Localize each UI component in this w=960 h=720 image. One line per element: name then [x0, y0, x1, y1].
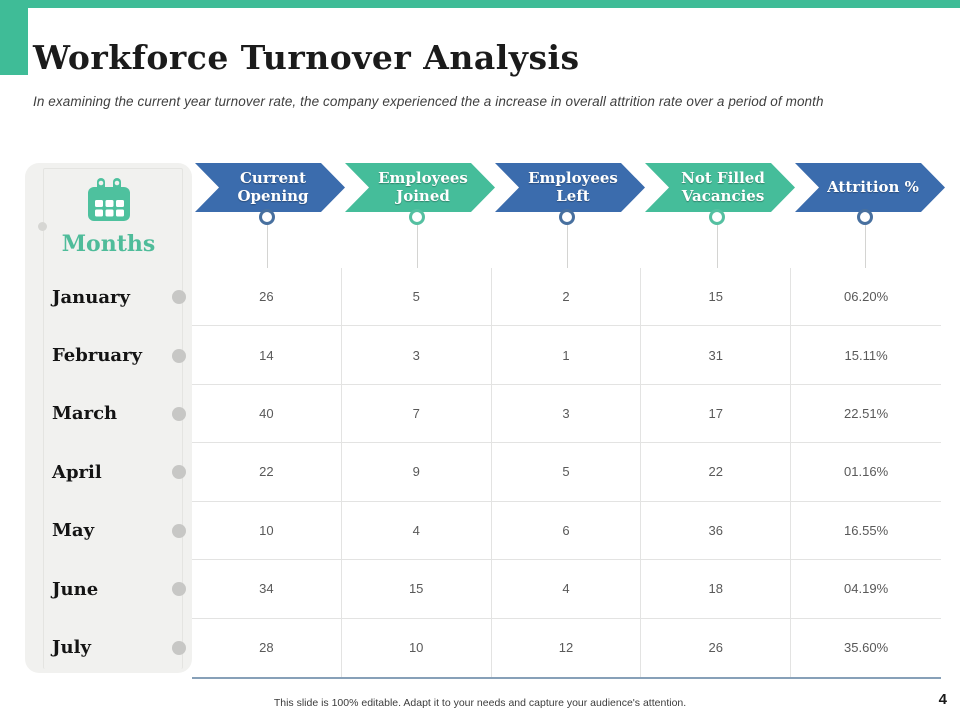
connector-line [417, 225, 418, 268]
month-row: May [25, 502, 192, 560]
connector-circle [857, 209, 873, 225]
table-cell: 15 [341, 560, 492, 619]
months-label: Months [61, 231, 156, 257]
column-header-label: Not Filled Vacancies [681, 169, 765, 205]
table-cell: 18 [641, 560, 792, 619]
table-cell: 15.11% [791, 326, 941, 385]
table-cell: 10 [342, 618, 492, 677]
column-header-label: Employees Joined [378, 169, 468, 205]
month-row: January [25, 268, 192, 326]
page-number: 4 [938, 691, 947, 708]
connector-circle [709, 209, 725, 225]
connector-line [717, 225, 718, 268]
month-name: May [52, 520, 95, 542]
month-dot [172, 523, 186, 538]
table-cell: 14 [192, 326, 342, 385]
month-row: April [25, 443, 192, 501]
table-cell: 36 [641, 501, 792, 561]
column-header-arrow: Attrition % [795, 163, 945, 212]
table-cell: 15 [641, 268, 792, 327]
table-cell: 7 [341, 384, 492, 444]
table-cell: 1 [491, 326, 642, 385]
month-name: June [52, 578, 99, 600]
table-cell: 5 [341, 268, 492, 327]
column-header-label: Attrition % [827, 177, 919, 196]
month-dot [172, 582, 186, 597]
month-dot [172, 406, 186, 421]
table-cell: 2 [491, 268, 642, 327]
month-dot [172, 640, 186, 655]
table-cell: 26 [192, 268, 342, 327]
page-title: Workforce Turnover Analysis [33, 38, 580, 77]
month-list: January February March April May June [25, 268, 192, 673]
month-row: June [25, 560, 192, 618]
table-cell: 16.55% [791, 502, 941, 561]
title-accent-block [0, 0, 28, 75]
month-dot [172, 290, 186, 305]
subtitle: In examining the current year turnover r… [33, 94, 824, 109]
month-row: March [25, 385, 192, 443]
table-cell: 22.51% [791, 385, 941, 444]
months-sidebar: Months January February March April May [25, 163, 192, 673]
table-cell: 01.16% [791, 443, 941, 502]
month-name: January [52, 286, 130, 308]
selection-handle [38, 222, 47, 231]
table-cell: 4 [341, 501, 492, 561]
table-cell: 26 [641, 618, 792, 677]
table-cell: 28 [192, 618, 342, 677]
month-name: April [52, 461, 102, 483]
column-header-label: Current Opening [237, 169, 309, 205]
table-cell: 04.19% [791, 560, 941, 619]
table-cell: 3 [491, 384, 642, 444]
month-name: February [52, 345, 143, 367]
month-dot [172, 348, 186, 363]
table-cell: 4 [491, 560, 642, 619]
turnover-table: 26 5 2 15 06.20% 14 3 1 31 15.11% 40 7 3… [192, 268, 941, 679]
calendar-icon [25, 177, 192, 230]
table-cell: 12 [492, 618, 642, 677]
table-cell: 40 [192, 384, 342, 444]
connector-line [267, 225, 268, 268]
month-name: July [52, 637, 91, 659]
month-row: July [25, 618, 192, 673]
connector-circle [259, 209, 275, 225]
table-cell: 9 [341, 443, 492, 502]
table-cell: 06.20% [791, 268, 941, 327]
table-cell: 10 [192, 501, 342, 561]
table-cell: 34 [192, 560, 342, 619]
table-cell: 22 [192, 443, 342, 502]
footer-note: This slide is 100% editable. Adapt it to… [273, 697, 687, 709]
top-accent-bar [0, 0, 960, 8]
month-dot [172, 465, 186, 480]
column-header-arrow: Not Filled Vacancies [645, 163, 795, 212]
column-header-arrow: Current Opening [195, 163, 345, 212]
table-cell: 35.60% [844, 640, 889, 656]
connector-line [865, 225, 866, 268]
table-cell: 3 [341, 326, 492, 385]
column-header-label: Employees Left [528, 169, 618, 205]
table-cell: 6 [491, 501, 642, 561]
connector-line [567, 225, 568, 268]
table-cell: 17 [641, 384, 792, 444]
table-cell: 31 [641, 326, 792, 385]
connector-circle [559, 209, 575, 225]
column-header-arrow: Employees Joined [345, 163, 495, 212]
connector-circle [409, 209, 425, 225]
month-name: March [52, 403, 118, 425]
table-cell: 22 [641, 443, 792, 502]
month-row: February [25, 326, 192, 384]
column-header-arrow: Employees Left [495, 163, 645, 212]
table-cell: 5 [491, 443, 642, 502]
